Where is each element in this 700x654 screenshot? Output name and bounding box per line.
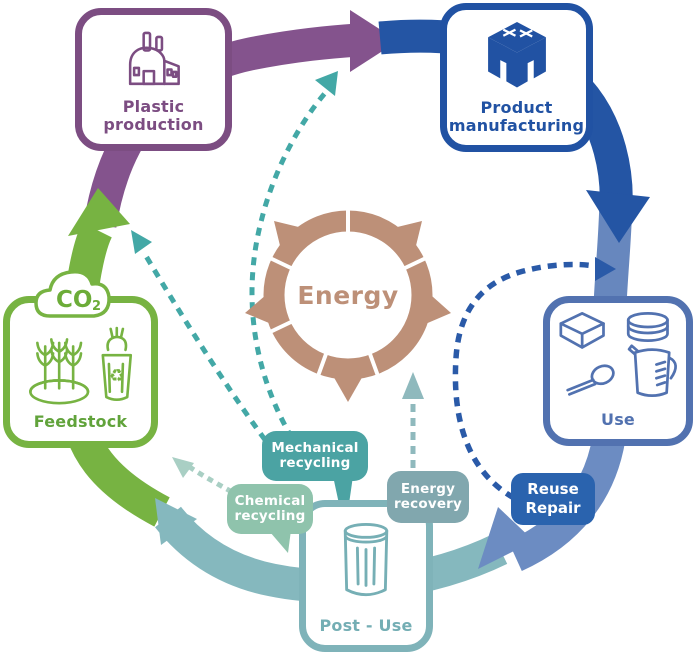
arrowhead-mechanical-flow	[315, 71, 338, 96]
post-use-label: Post - Use	[319, 616, 413, 636]
co2-text: CO	[56, 287, 92, 313]
arrowhead-chemical-flow	[131, 230, 152, 254]
arrowhead-product-to-use	[586, 190, 650, 243]
trash-bin-icon	[306, 507, 426, 615]
energy-recovery-bubble: Energy recovery	[387, 471, 469, 523]
mechanical-recycling-bubble: Mechanical recycling	[262, 431, 368, 481]
arrowhead-energy-flow	[402, 372, 424, 399]
chemical-recycling-bubble: Chemical recycling	[227, 484, 313, 534]
node-post-use: Post - Use	[299, 500, 433, 652]
factory-icon	[82, 15, 225, 96]
feedstock-icons: ♻	[10, 289, 151, 411]
plastic-production-label: Plastic production	[103, 97, 204, 135]
feedstock-label: Feedstock	[33, 412, 128, 432]
cycle-arc-postuse	[155, 506, 508, 603]
arrowhead-postuse-to-feedstock	[155, 498, 197, 545]
packaging-products-icon	[550, 303, 686, 409]
manufacturer-logo-icon	[447, 10, 586, 97]
co2-cloud-icon: CO 2	[34, 270, 111, 318]
arrowhead-feedstock-to-plastic	[68, 188, 130, 236]
chemical-feedstock-flow-arrow	[186, 463, 234, 495]
energy-arrows-icon	[245, 208, 451, 402]
arrowhead-use-to-postuse	[478, 507, 534, 569]
node-product-manufacturing: Product manufacturing	[440, 3, 593, 152]
reuse-loop-arrow	[452, 261, 595, 501]
node-use: Use	[543, 296, 693, 446]
chemical-bubble-tail	[270, 530, 291, 553]
energy-ring-label: Energy	[297, 281, 399, 310]
svg-text:♻: ♻	[108, 366, 124, 386]
node-plastic-production: Plastic production	[75, 8, 232, 151]
product-manufacturing-label: Product manufacturing	[448, 98, 585, 136]
chemical-recycling-flow-arrow	[143, 254, 277, 454]
node-feedstock: ♻ Feedstock	[3, 296, 158, 448]
arrowhead-plastic-to-product	[350, 10, 398, 72]
co2-subscript: 2	[92, 299, 101, 314]
arrowhead-chemical-feedstock	[172, 457, 194, 478]
mechanical-recycling-flow-arrow	[249, 90, 328, 440]
reuse-repair-badge: Reuse Repair	[511, 473, 595, 525]
use-label: Use	[601, 410, 635, 430]
arrowhead-reuse-loop	[595, 257, 616, 281]
